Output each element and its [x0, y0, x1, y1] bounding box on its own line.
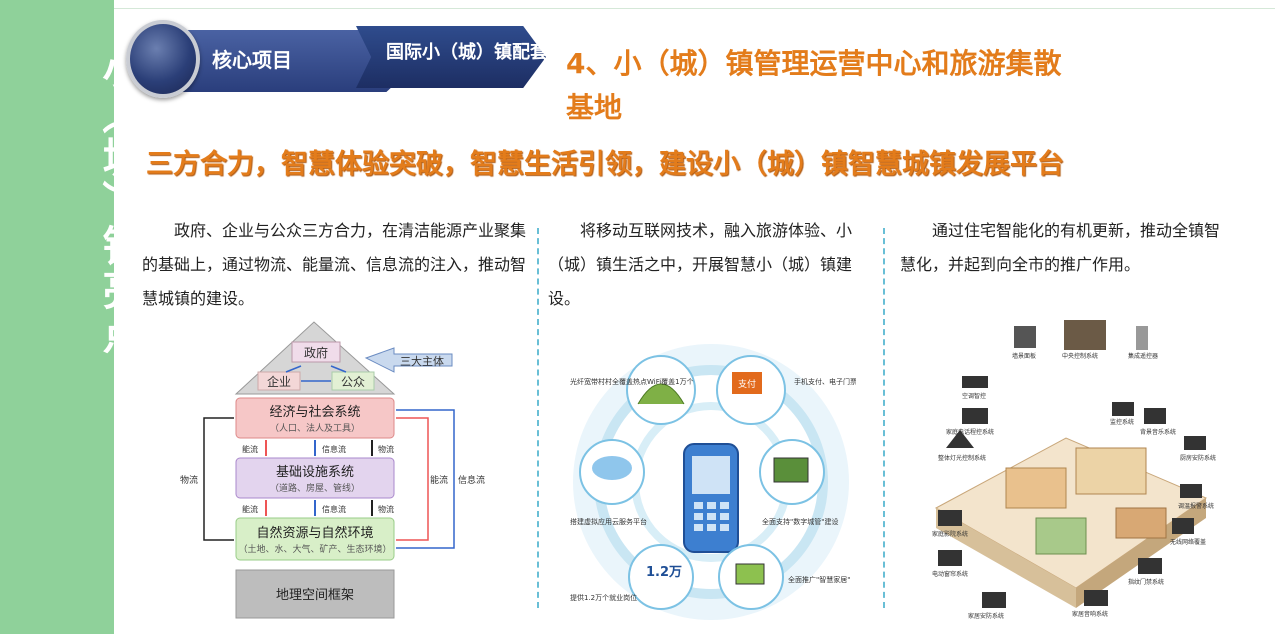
divider-1 — [537, 228, 539, 608]
side-title: 小（城）镇亮点 — [96, 48, 145, 356]
label-lighting: 整体灯光控制系统 — [938, 454, 986, 462]
label-ac: 空调智控 — [962, 392, 986, 400]
info-side-label: 信息流 — [458, 474, 485, 486]
side-band — [0, 0, 114, 634]
logistics-label-1: 物流 — [378, 444, 394, 454]
column-2-text: 将移动互联网技术，融入旅游体验、小（城）镇生活之中，开展智慧小（城）镇建设。 — [548, 221, 853, 308]
header-banner: 核心项目 国际小（城）镇配套 — [126, 20, 556, 102]
system-diagram: 政府 企业 公众 三大主体 经济与社会系统 （人口、法人及工具） 基础设施系统 … — [180, 321, 485, 619]
gov-label: 政府 — [304, 345, 328, 360]
mobile-diagram: 支付 1.2万 光纤宽带村村全覆盖热点WiFi覆盖1万个 手机支付、电子门票 全… — [570, 344, 856, 620]
divider-2 — [883, 228, 885, 608]
label-bgm: 背景音乐系统 — [1140, 428, 1176, 436]
box1-sub: （人口、法人及工具） — [270, 422, 360, 434]
biz-label: 企业 — [267, 374, 291, 389]
section-title: 4、小（城）镇管理运营中心和旅游集散基地 — [566, 47, 1062, 124]
headline: 三方合力，智慧体验突破，智慧生活引领，建设小（城）镇智慧城镇发展平台 — [146, 149, 1064, 180]
tab-core-label: 核心项目 — [212, 48, 292, 72]
base-label: 地理空间框架 — [276, 588, 354, 603]
box1-title: 经济与社会系统 — [269, 404, 360, 420]
energy-flow-label-2: 能流 — [242, 504, 258, 514]
label-security: 家居安防系统 — [968, 612, 1004, 620]
label-audio: 家居音响系统 — [1072, 610, 1108, 618]
column-3-text: 通过住宅智能化的有机更新，推动全镇智慧化，并起到向全市的推广作用。 — [900, 221, 1221, 274]
banner-disc — [126, 20, 200, 98]
pub-label: 公众 — [341, 375, 365, 389]
jobs-big-number: 1.2万 — [646, 565, 682, 580]
top-rule — [114, 8, 1275, 9]
caption-cloud: 搭建虚拟应用云服务平台 — [570, 517, 647, 526]
caption-broadband: 光纤宽带村村全覆盖热点WiFi覆盖1万个 — [570, 377, 694, 386]
label-monitor: 监控系统 — [1110, 418, 1134, 426]
caption-smarthome: 全面推广"智慧家居" — [788, 575, 850, 584]
tab-sub-label: 国际小（城）镇配套 — [386, 42, 548, 63]
label-cinema: 家庭影院系统 — [932, 530, 968, 538]
label-kitchen: 厨房安防系统 — [1180, 454, 1216, 462]
pay-label: 支付 — [738, 378, 756, 390]
logistics-side-label: 物流 — [180, 474, 198, 486]
logistics-label-2: 物流 — [378, 504, 394, 514]
three-parties-label: 三大主体 — [400, 354, 444, 368]
label-curtain: 电动窗帘系统 — [932, 570, 968, 578]
energy-side-label: 能流 — [430, 474, 448, 486]
tab-sub-shape — [356, 26, 546, 88]
box2-sub: （道路、房屋、管线） — [270, 482, 360, 494]
caption-citymgmt: 全面支持"数字城管"建设 — [762, 517, 838, 526]
energy-flow-label-1: 能流 — [242, 444, 258, 454]
label-central-control: 中央控制系统 — [1062, 352, 1098, 360]
smarthome-diagram: 墙景面板 中央控制系统 集成遥控器 空调智控 家庭电话程控系统 整体灯光控制系统… — [932, 320, 1216, 620]
box3-sub: （土地、水、大气、矿产、生态环境） — [238, 543, 391, 555]
label-phone: 家庭电话程控系统 — [946, 428, 994, 436]
label-wall-panel: 墙景面板 — [1012, 352, 1036, 360]
box3-title: 自然资源与自然环境 — [256, 525, 373, 541]
info-flow-label-2: 信息流 — [322, 504, 346, 514]
column-1-text: 政府、企业与公众三方合力，在清洁能源产业聚集的基础上，通过物流、能量流、信息流的… — [142, 221, 527, 308]
label-remote: 集成遥控器 — [1128, 352, 1158, 360]
caption-jobs: 提供1.2万个就业岗位 — [570, 593, 637, 602]
label-fingerprint: 指纹门禁系统 — [1128, 578, 1164, 586]
info-flow-label-1: 信息流 — [322, 444, 346, 454]
label-wifi: 无线网络覆盖 — [1170, 538, 1206, 546]
caption-payment: 手机支付、电子门票 — [794, 377, 856, 386]
label-temp-alarm: 调温报警系统 — [1178, 502, 1214, 510]
box2-title: 基础设施系统 — [276, 465, 354, 480]
